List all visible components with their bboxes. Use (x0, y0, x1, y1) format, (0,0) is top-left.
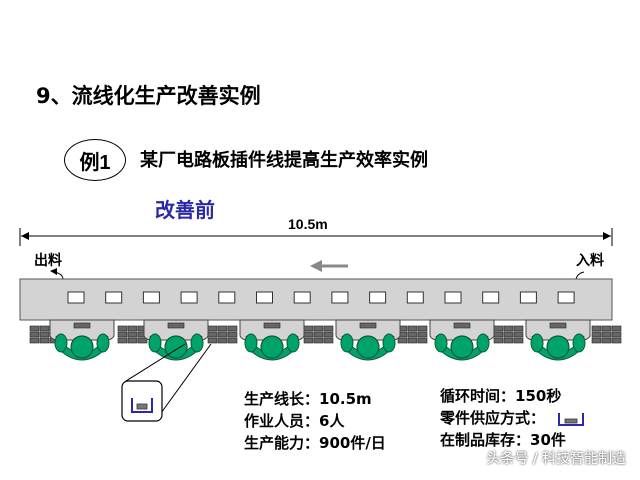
worker-arm (434, 333, 448, 353)
inlet-label: 入料 (576, 253, 604, 269)
info-capacity: 生产能力：900件/日 (244, 434, 386, 452)
worker-arm (382, 333, 396, 353)
conveyor-slot (406, 291, 424, 304)
info-cycle-time: 循环时间：150秒 (440, 387, 562, 405)
worker-head (546, 335, 570, 359)
worker-arm (96, 333, 110, 353)
parts-rack (117, 325, 148, 344)
conveyor-slot (519, 291, 537, 304)
worker-head (356, 335, 380, 359)
conveyor-slot (218, 291, 236, 304)
page-title: 9、流线化生产改善实例 (36, 84, 261, 108)
worker-arm (54, 333, 68, 353)
info-line-length: 生产线长：10.5m (244, 390, 372, 408)
callout-lines (125, 343, 212, 421)
worker-arm (340, 333, 354, 353)
outlet-label: 出料 (34, 253, 62, 269)
parts-rack (207, 325, 238, 344)
example-badge: 例1 (64, 139, 126, 181)
worker-arm (190, 333, 204, 353)
line-info-right: 循环时间：150秒 零件供应方式： 在制品库存：30件 (440, 385, 586, 451)
worker-arm (530, 333, 544, 353)
worker-arm (476, 333, 490, 353)
conveyor-slot (557, 291, 575, 304)
worker-arm (244, 333, 258, 353)
conveyor-slot (142, 291, 160, 304)
worker-arm (148, 333, 162, 353)
conveyor-slot (444, 291, 462, 304)
conveyor-slot (293, 291, 311, 304)
line-length-label: 10.5m (288, 216, 328, 232)
conveyor-slot (369, 291, 387, 304)
conveyor-slot (67, 291, 85, 304)
parts-tray-icon (131, 398, 153, 413)
example-title: 某厂电路板插件线提高生产效率实例 (140, 150, 428, 171)
parts-tray-icon (558, 412, 585, 426)
operator-station (335, 319, 401, 361)
conveyor-slot (331, 291, 349, 304)
worker-arm (286, 333, 300, 353)
dimension-line (19, 228, 613, 246)
conveyor-slot (180, 291, 198, 304)
operator-station (143, 319, 209, 361)
conveyor-slot (105, 291, 123, 304)
worker-head (164, 335, 188, 359)
operator-station (429, 319, 495, 361)
worker-arm (572, 333, 586, 353)
parts-tray-callout (121, 380, 163, 422)
operator-station (239, 319, 305, 361)
parts-racks (29, 325, 622, 344)
worker-head (70, 335, 94, 359)
worker-head (450, 335, 474, 359)
info-workers: 作业人员：6人 (244, 412, 345, 430)
state-label: 改善前 (155, 198, 215, 222)
parts-rack (493, 325, 524, 344)
parts-rack (591, 325, 622, 344)
conveyor-slots (67, 291, 575, 304)
flow-direction-arrow (310, 260, 348, 272)
conveyor-slot (482, 291, 500, 304)
operator-station (525, 319, 591, 361)
worker-head (260, 335, 284, 359)
info-supply-method: 零件供应方式： (440, 407, 586, 429)
parts-rack (303, 325, 334, 344)
info-wip-inventory: 在制品库存：30件 (440, 431, 566, 449)
parts-rack (397, 325, 428, 344)
line-info-left: 生产线长：10.5m 作业人员：6人 生产能力：900件/日 (244, 388, 386, 454)
work-stations (49, 319, 591, 361)
conveyor-slot (256, 291, 273, 304)
operator-station (49, 319, 115, 361)
watermark: 头条号 / 科技智能制造 (486, 451, 626, 467)
